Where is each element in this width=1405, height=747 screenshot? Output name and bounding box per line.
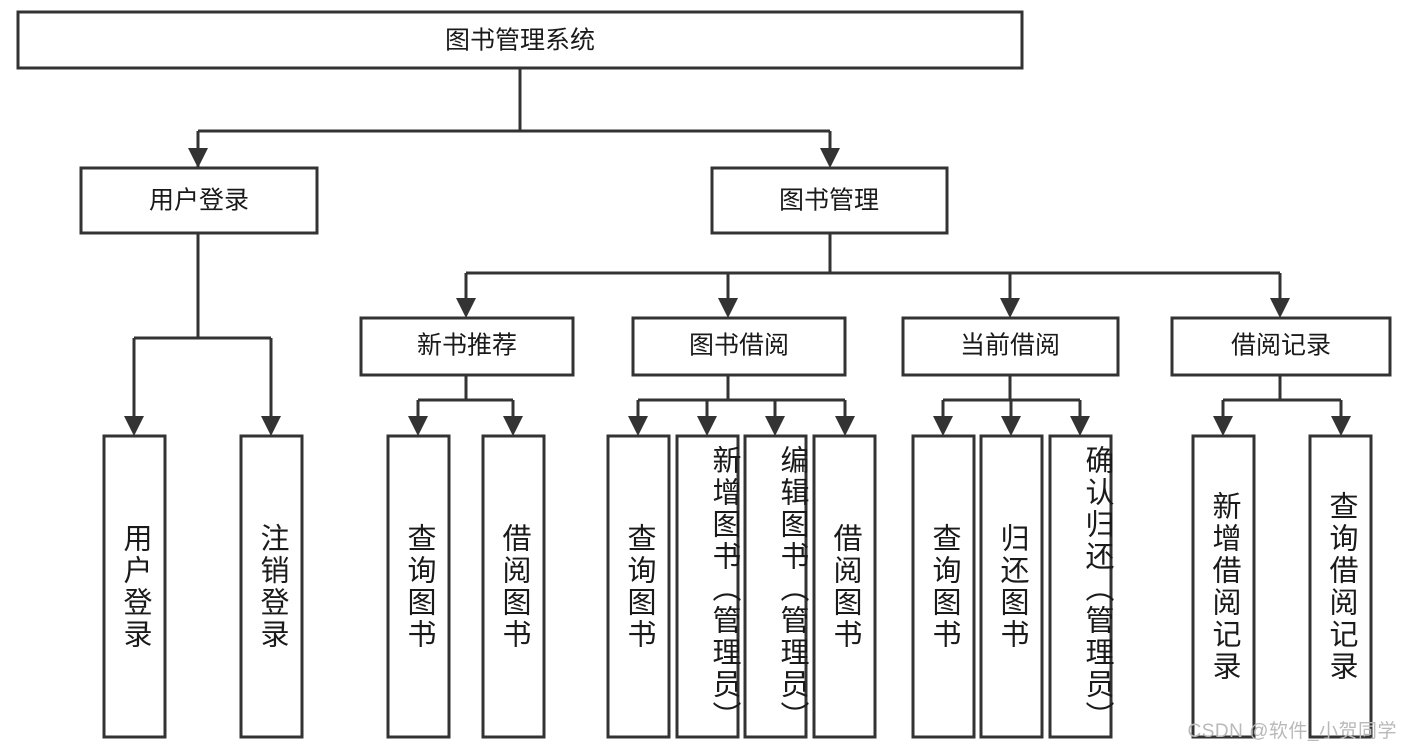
leaf-box-bookborrow-borrow[interactable] bbox=[812, 434, 877, 739]
node-user-login-label: 用户登录 bbox=[149, 187, 249, 215]
leaf-box-newbook-query[interactable] bbox=[386, 434, 451, 739]
leaf-box-currentborrow-query[interactable] bbox=[911, 434, 976, 739]
node-book-borrow[interactable]: 图书借阅 bbox=[631, 316, 847, 377]
leaf-box-bookborrow-edit[interactable] bbox=[743, 434, 808, 739]
arrow-head-bb-leaf-1 bbox=[628, 416, 648, 436]
node-new-book-recommend-box[interactable] bbox=[359, 316, 575, 377]
node-borrow-record-label: 借阅记录 bbox=[1231, 332, 1331, 360]
node-root-system[interactable]: 图书管理系统 bbox=[16, 10, 1024, 70]
node-book-management-label: 图书管理 bbox=[779, 187, 879, 215]
leaf-box-currentborrow-return[interactable] bbox=[979, 434, 1044, 739]
node-current-borrow-box[interactable] bbox=[901, 316, 1120, 377]
arrow-head-nb-leaf-1 bbox=[408, 416, 428, 436]
connectors-layer bbox=[124, 68, 1351, 436]
node-book-borrow-box[interactable] bbox=[631, 316, 847, 377]
arrow-head-bb-leaf-3 bbox=[765, 416, 785, 436]
leaf-box-user-login-login[interactable] bbox=[102, 434, 167, 739]
arrow-head-cb-leaf-3 bbox=[1070, 416, 1090, 436]
node-current-borrow-label: 当前借阅 bbox=[960, 332, 1060, 360]
node-user-login[interactable]: 用户登录 bbox=[79, 166, 319, 235]
node-borrow-record-box[interactable] bbox=[1170, 316, 1392, 377]
arrow-head-leaf-user-login bbox=[124, 416, 144, 436]
leaf-box-bookborrow-add[interactable] bbox=[675, 434, 740, 739]
node-new-book-recommend[interactable]: 新书推荐 bbox=[359, 316, 575, 377]
arrow-head-cb-leaf-2 bbox=[1001, 416, 1021, 436]
node-user-login-box[interactable] bbox=[79, 166, 319, 235]
leaf-box-bookborrow-query[interactable] bbox=[606, 434, 671, 739]
node-current-borrow[interactable]: 当前借阅 bbox=[901, 316, 1120, 377]
node-borrow-record[interactable]: 借阅记录 bbox=[1170, 316, 1392, 377]
node-root-system-box[interactable] bbox=[16, 10, 1024, 70]
node-book-management-box[interactable] bbox=[710, 166, 949, 235]
leaf-box-record-query[interactable] bbox=[1308, 434, 1373, 739]
node-root-system-label: 图书管理系统 bbox=[445, 27, 595, 55]
arrow-head-current-borrow bbox=[1000, 298, 1020, 318]
arrow-head-br-leaf-1 bbox=[1213, 416, 1233, 436]
node-book-management[interactable]: 图书管理 bbox=[710, 166, 949, 235]
node-book-borrow-label: 图书借阅 bbox=[689, 332, 789, 360]
leaf-box-currentborrow-confirm[interactable] bbox=[1048, 434, 1113, 739]
watermark-text: CSDN @软件_小贺同学 bbox=[1187, 721, 1397, 742]
arrow-head-cb-leaf-1 bbox=[933, 416, 953, 436]
arrow-head-book-mgmt bbox=[820, 148, 840, 168]
arrow-head-leaf-logout bbox=[261, 416, 281, 436]
arrow-head-br-leaf-2 bbox=[1331, 416, 1351, 436]
arrow-head-new-book bbox=[456, 298, 476, 318]
arrow-head-book-borrow bbox=[718, 298, 738, 318]
arrow-head-user-login bbox=[188, 148, 208, 168]
node-new-book-recommend-label: 新书推荐 bbox=[417, 332, 517, 360]
leaf-box-newbook-borrow[interactable] bbox=[481, 434, 546, 739]
arrow-head-bb-leaf-4 bbox=[835, 416, 855, 436]
arrow-head-borrow-record bbox=[1270, 298, 1290, 318]
arrow-head-bb-leaf-2 bbox=[697, 416, 717, 436]
arrow-head-nb-leaf-2 bbox=[503, 416, 523, 436]
leaf-box-record-add[interactable] bbox=[1191, 434, 1256, 739]
leaf-box-user-login-logout[interactable] bbox=[239, 434, 304, 739]
